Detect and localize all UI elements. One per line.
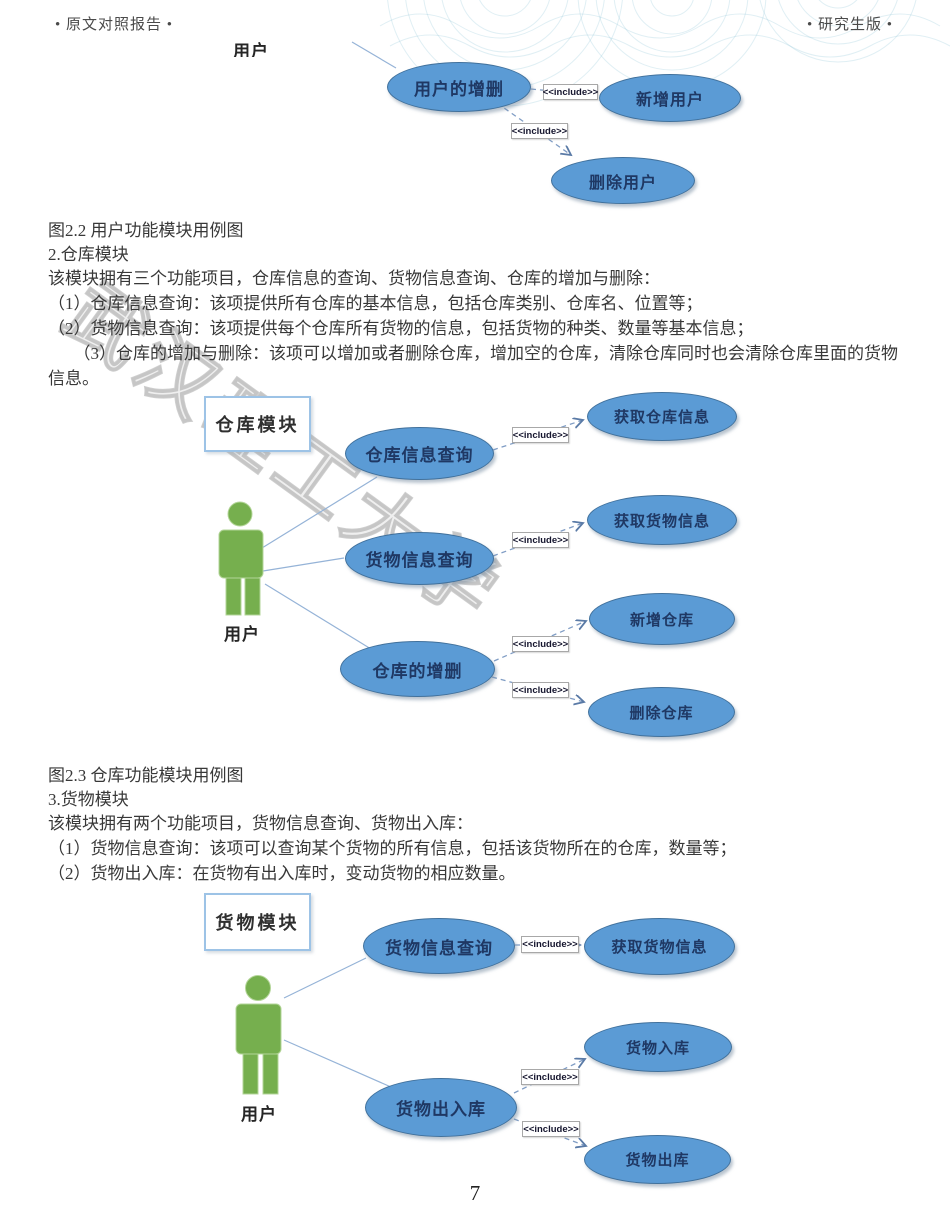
goods-actor-icon bbox=[235, 975, 282, 1095]
paragraph-line: （2）货物信息查询：该项提供每个仓库所有货物的信息，包括货物的种类、数量等基本信… bbox=[48, 319, 754, 338]
module-box-goods: 货物模块 bbox=[204, 893, 311, 951]
include-stereotype-label: <<include>> bbox=[521, 936, 579, 953]
usecase-goods-info-query-2: 货物信息查询 bbox=[363, 918, 515, 974]
association-line bbox=[283, 1039, 392, 1088]
section-heading-goods: 3.货物模块 bbox=[48, 790, 129, 809]
include-stereotype-label: <<include>> bbox=[512, 532, 569, 548]
association-line bbox=[261, 476, 378, 549]
paragraph-line: 该模块拥有两个功能项目，货物信息查询、货物出入库： bbox=[48, 814, 473, 833]
paragraph-line: （1）仓库信息查询：该项提供所有仓库的基本信息，包括仓库类别、仓库名、位置等； bbox=[48, 294, 703, 313]
usecase-user-add-delete: 用户的增删 bbox=[387, 62, 531, 112]
goods-actor-label: 用户 bbox=[241, 1105, 277, 1124]
include-stereotype-label: <<include>> bbox=[543, 84, 598, 100]
usecase-goods-info-query: 货物信息查询 bbox=[345, 532, 494, 585]
paragraph-line: （2）货物出入库：在货物有出入库时，变动货物的相应数量。 bbox=[48, 864, 516, 883]
paragraph-line: （3）仓库的增加与删除：该项可以增加或者删除仓库，增加空的仓库，清除仓库同时也会… bbox=[48, 344, 898, 363]
paragraph-line: （1）货物信息查询：该项可以查询某个货物的所有信息，包括该货物所在的仓库，数量等… bbox=[48, 839, 737, 858]
caption-figure-2-2: 图2.2 用户功能模块用例图 bbox=[48, 221, 244, 240]
usecase-get-goods-info: 获取货物信息 bbox=[587, 495, 737, 545]
usecase-warehouse-info-query: 仓库信息查询 bbox=[345, 427, 494, 480]
page-number: 7 bbox=[469, 1181, 481, 1205]
usecase-add-warehouse: 新增仓库 bbox=[589, 593, 735, 645]
usecase-warehouse-add-delete: 仓库的增删 bbox=[340, 641, 495, 697]
include-stereotype-label: <<include>> bbox=[512, 636, 569, 652]
section-heading-warehouse: 2.仓库模块 bbox=[48, 245, 129, 264]
include-stereotype-label: <<include>> bbox=[522, 1121, 580, 1137]
paragraph-line: 该模块拥有三个功能项目，仓库信息的查询、货物信息查询、仓库的增加与删除： bbox=[48, 269, 660, 288]
partial-actor-label: 用户 bbox=[233, 42, 269, 57]
include-stereotype-label: <<include>> bbox=[511, 123, 568, 139]
usecase-delete-warehouse: 删除仓库 bbox=[588, 687, 735, 737]
include-line bbox=[493, 621, 586, 662]
header-left-label: • 原文对照报告 • bbox=[55, 17, 174, 33]
usecase-goods-in-out: 货物出入库 bbox=[365, 1078, 517, 1137]
include-stereotype-label: <<include>> bbox=[512, 682, 569, 698]
association-line bbox=[351, 41, 397, 69]
header-right-label: • 研究生版 • bbox=[806, 17, 893, 33]
usecase-delete-user: 删除用户 bbox=[551, 157, 695, 204]
module-box-warehouse: 仓库模块 bbox=[204, 396, 311, 452]
usecase-add-user: 新增用户 bbox=[599, 74, 741, 122]
warehouse-actor-label: 用户 bbox=[224, 625, 260, 644]
usecase-get-goods-info-2: 获取货物信息 bbox=[584, 918, 735, 975]
usecase-goods-out: 货物出库 bbox=[584, 1135, 731, 1184]
include-stereotype-label: <<include>> bbox=[512, 427, 569, 443]
caption-figure-2-3: 图2.3 仓库功能模块用例图 bbox=[48, 766, 244, 785]
include-stereotype-label: <<include>> bbox=[521, 1069, 579, 1085]
association-line bbox=[283, 957, 367, 999]
usecase-get-warehouse-info: 获取仓库信息 bbox=[587, 392, 737, 441]
association-line bbox=[262, 557, 345, 572]
warehouse-actor-icon bbox=[218, 501, 264, 616]
include-line bbox=[530, 88, 595, 95]
paragraph-line: 信息。 bbox=[48, 369, 99, 388]
usecase-goods-in: 货物入库 bbox=[584, 1022, 732, 1072]
association-line bbox=[264, 583, 372, 650]
